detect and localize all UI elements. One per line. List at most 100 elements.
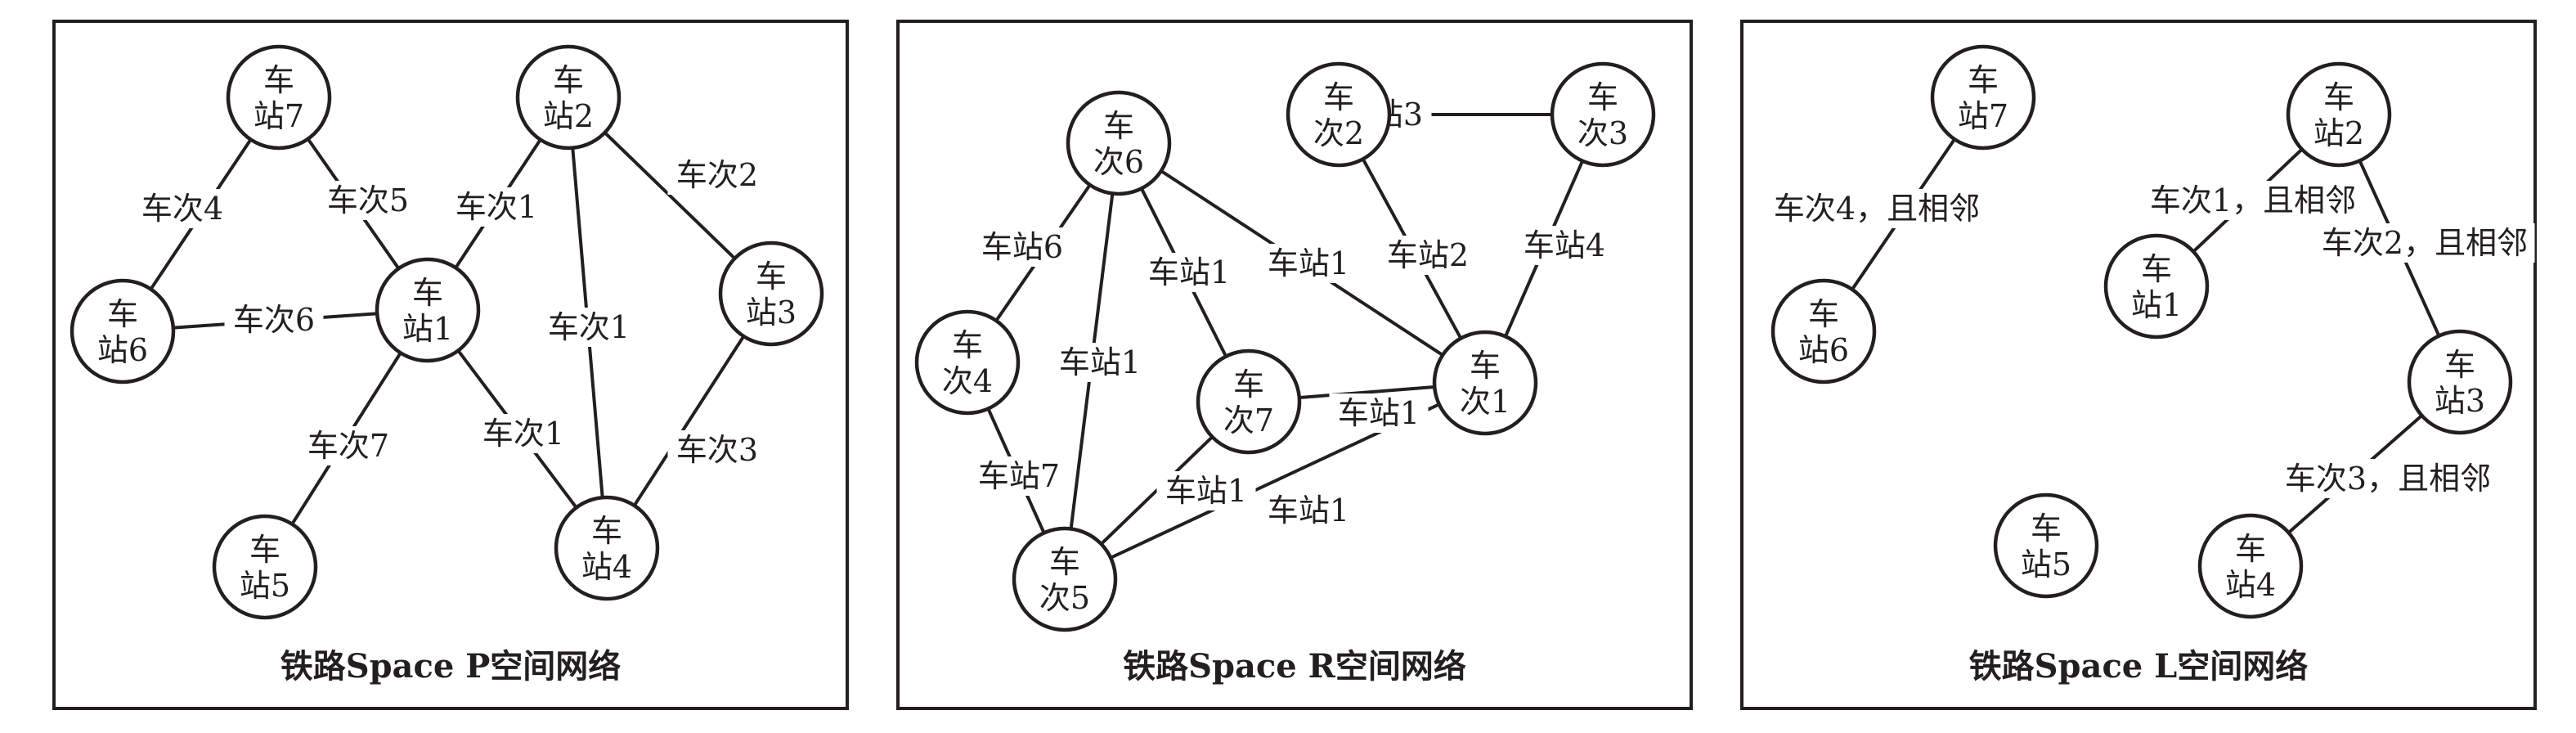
node-label-line2: 站7: [1958, 98, 2008, 134]
node-label-line1: 车: [591, 513, 622, 549]
node-label-line1: 车: [1233, 366, 1264, 402]
node-s2: 车站2: [2286, 61, 2392, 168]
edge-label-text: 车次7: [307, 428, 389, 464]
node-s1: 车站1: [375, 257, 481, 363]
edge-label: 车次1: [539, 308, 639, 347]
edge-label-text: 车站2: [1387, 237, 1469, 273]
edge-label-background: [1259, 491, 1358, 530]
node-label-line1: 车: [1323, 79, 1354, 115]
edge-label: 车站1: [1259, 491, 1358, 530]
edge-label: 车次2: [667, 155, 767, 195]
node-s1: 车站1: [2103, 233, 2210, 340]
edge-label-background: [298, 426, 398, 465]
edge-label-text: 车次1: [482, 416, 564, 452]
node-label-line2: 站7: [254, 98, 304, 134]
node-label-line2: 次3: [1577, 115, 1628, 151]
edge-label-background: [667, 430, 767, 470]
node-s5: 车站5: [1993, 492, 2099, 599]
edge-label-background: [969, 456, 1069, 496]
edge-label-background: [447, 187, 546, 227]
edge-label-background: [2143, 181, 2363, 220]
node-circle: [914, 309, 1021, 416]
node-circle: [2407, 329, 2513, 435]
node-label-line2: 站3: [2435, 383, 2485, 419]
edge-label-background: [972, 227, 1072, 267]
edge-label: 车次5: [318, 181, 418, 220]
node-t7: 车次7: [1196, 349, 1302, 455]
node-s5: 车站5: [212, 514, 318, 620]
edge-label-text: 车站1: [1148, 254, 1230, 290]
node-circle: [1286, 61, 1392, 168]
edge-label-background: [1050, 343, 1150, 382]
node-circle: [1550, 61, 1656, 168]
edge-label: 车站1: [1139, 253, 1239, 292]
node-label-line2: 站4: [581, 549, 632, 585]
node-s4: 车站4: [554, 495, 660, 601]
node-circle: [1993, 492, 2099, 599]
node-label-line1: 车: [2141, 251, 2172, 287]
node-circle: [1066, 90, 1172, 196]
panel-frame: [1740, 20, 2537, 710]
edge-label-text: 车次1: [456, 189, 537, 225]
edge-label: 车次1，且相邻: [2143, 181, 2363, 220]
panel-title: 铁路Space R空间网络: [1123, 647, 1466, 686]
node-circle: [1196, 349, 1302, 455]
edge-label-text: 车站1: [1165, 473, 1247, 509]
edge-label-text: 车次3: [676, 432, 758, 468]
edge-labels: 车次4，且相邻车次1，且相邻车次2，且相邻车次3，且相邻: [1766, 181, 2535, 498]
node-label-line2: 次2: [1313, 115, 1364, 151]
node-label-line1: 车: [553, 62, 584, 98]
edge-label-text: 车次2: [676, 157, 758, 193]
edge-label-text: 车站4: [1524, 227, 1605, 263]
node-label-line1: 车: [1968, 62, 1999, 98]
edge-label: 车次7: [298, 426, 398, 465]
edge-label: 车次4: [132, 189, 232, 228]
edge-label: 车次1: [447, 187, 546, 227]
edge-label-text: 车次1，且相邻: [2150, 182, 2356, 218]
node-s7: 车站7: [1930, 44, 2036, 151]
edge-label: 车站1: [1050, 343, 1150, 382]
node-circle: [70, 278, 176, 384]
edge-label-background: [224, 300, 324, 340]
edge-label-text: 车次1: [548, 309, 630, 345]
edge-label-background: [1515, 226, 1614, 265]
node-label-line1: 车: [249, 532, 280, 568]
node-label-line2: 次7: [1223, 402, 1274, 438]
edge-label-background: [1329, 393, 1429, 433]
panel-frame: [52, 20, 849, 710]
node-label-line1: 车: [2444, 347, 2475, 383]
edge-label-background: [539, 308, 639, 347]
edge-label: 车站1: [1259, 244, 1358, 283]
edge-label-background: [2314, 223, 2535, 263]
node-circle: [212, 514, 318, 620]
node-label-line1: 车: [263, 62, 294, 98]
node-circle: [1770, 278, 1877, 384]
edge-label-background: [318, 181, 418, 220]
node-t1: 车次1: [1432, 330, 1538, 436]
node-label-line2: 站6: [97, 332, 148, 368]
edge-label: 车次2，且相邻: [2314, 223, 2535, 263]
panel-space-l: 车次4，且相邻车次1，且相邻车次2，且相邻车次3，且相邻车站7车站2车站1车站6…: [1740, 20, 2537, 710]
edge-label-background: [473, 414, 573, 453]
node-circle: [2286, 61, 2392, 168]
node-label-line2: 次4: [942, 363, 993, 399]
edge-label-background: [2278, 459, 2498, 498]
node-label-line1: 车: [1103, 108, 1134, 144]
node-s6: 车站6: [1770, 278, 1877, 384]
edge-label-text: 车站1: [1268, 245, 1349, 281]
edge-label: 车次3，且相邻: [2278, 459, 2498, 498]
node-circle: [226, 44, 332, 151]
edge-label-text: 车站1: [1338, 395, 1420, 431]
node-label-line1: 车: [1049, 544, 1080, 580]
node-s4: 车站4: [2197, 513, 2304, 619]
node-circle: [1012, 526, 1118, 632]
node-label-line1: 车: [107, 296, 138, 332]
edge-label-text: 车站7: [978, 458, 1060, 494]
edge-label: 车次1: [473, 414, 573, 453]
node-label-line2: 站6: [1798, 332, 1849, 368]
edge-label-text: 车次3，且相邻: [2285, 461, 2491, 497]
edge-label: 车站2: [1378, 236, 1478, 275]
